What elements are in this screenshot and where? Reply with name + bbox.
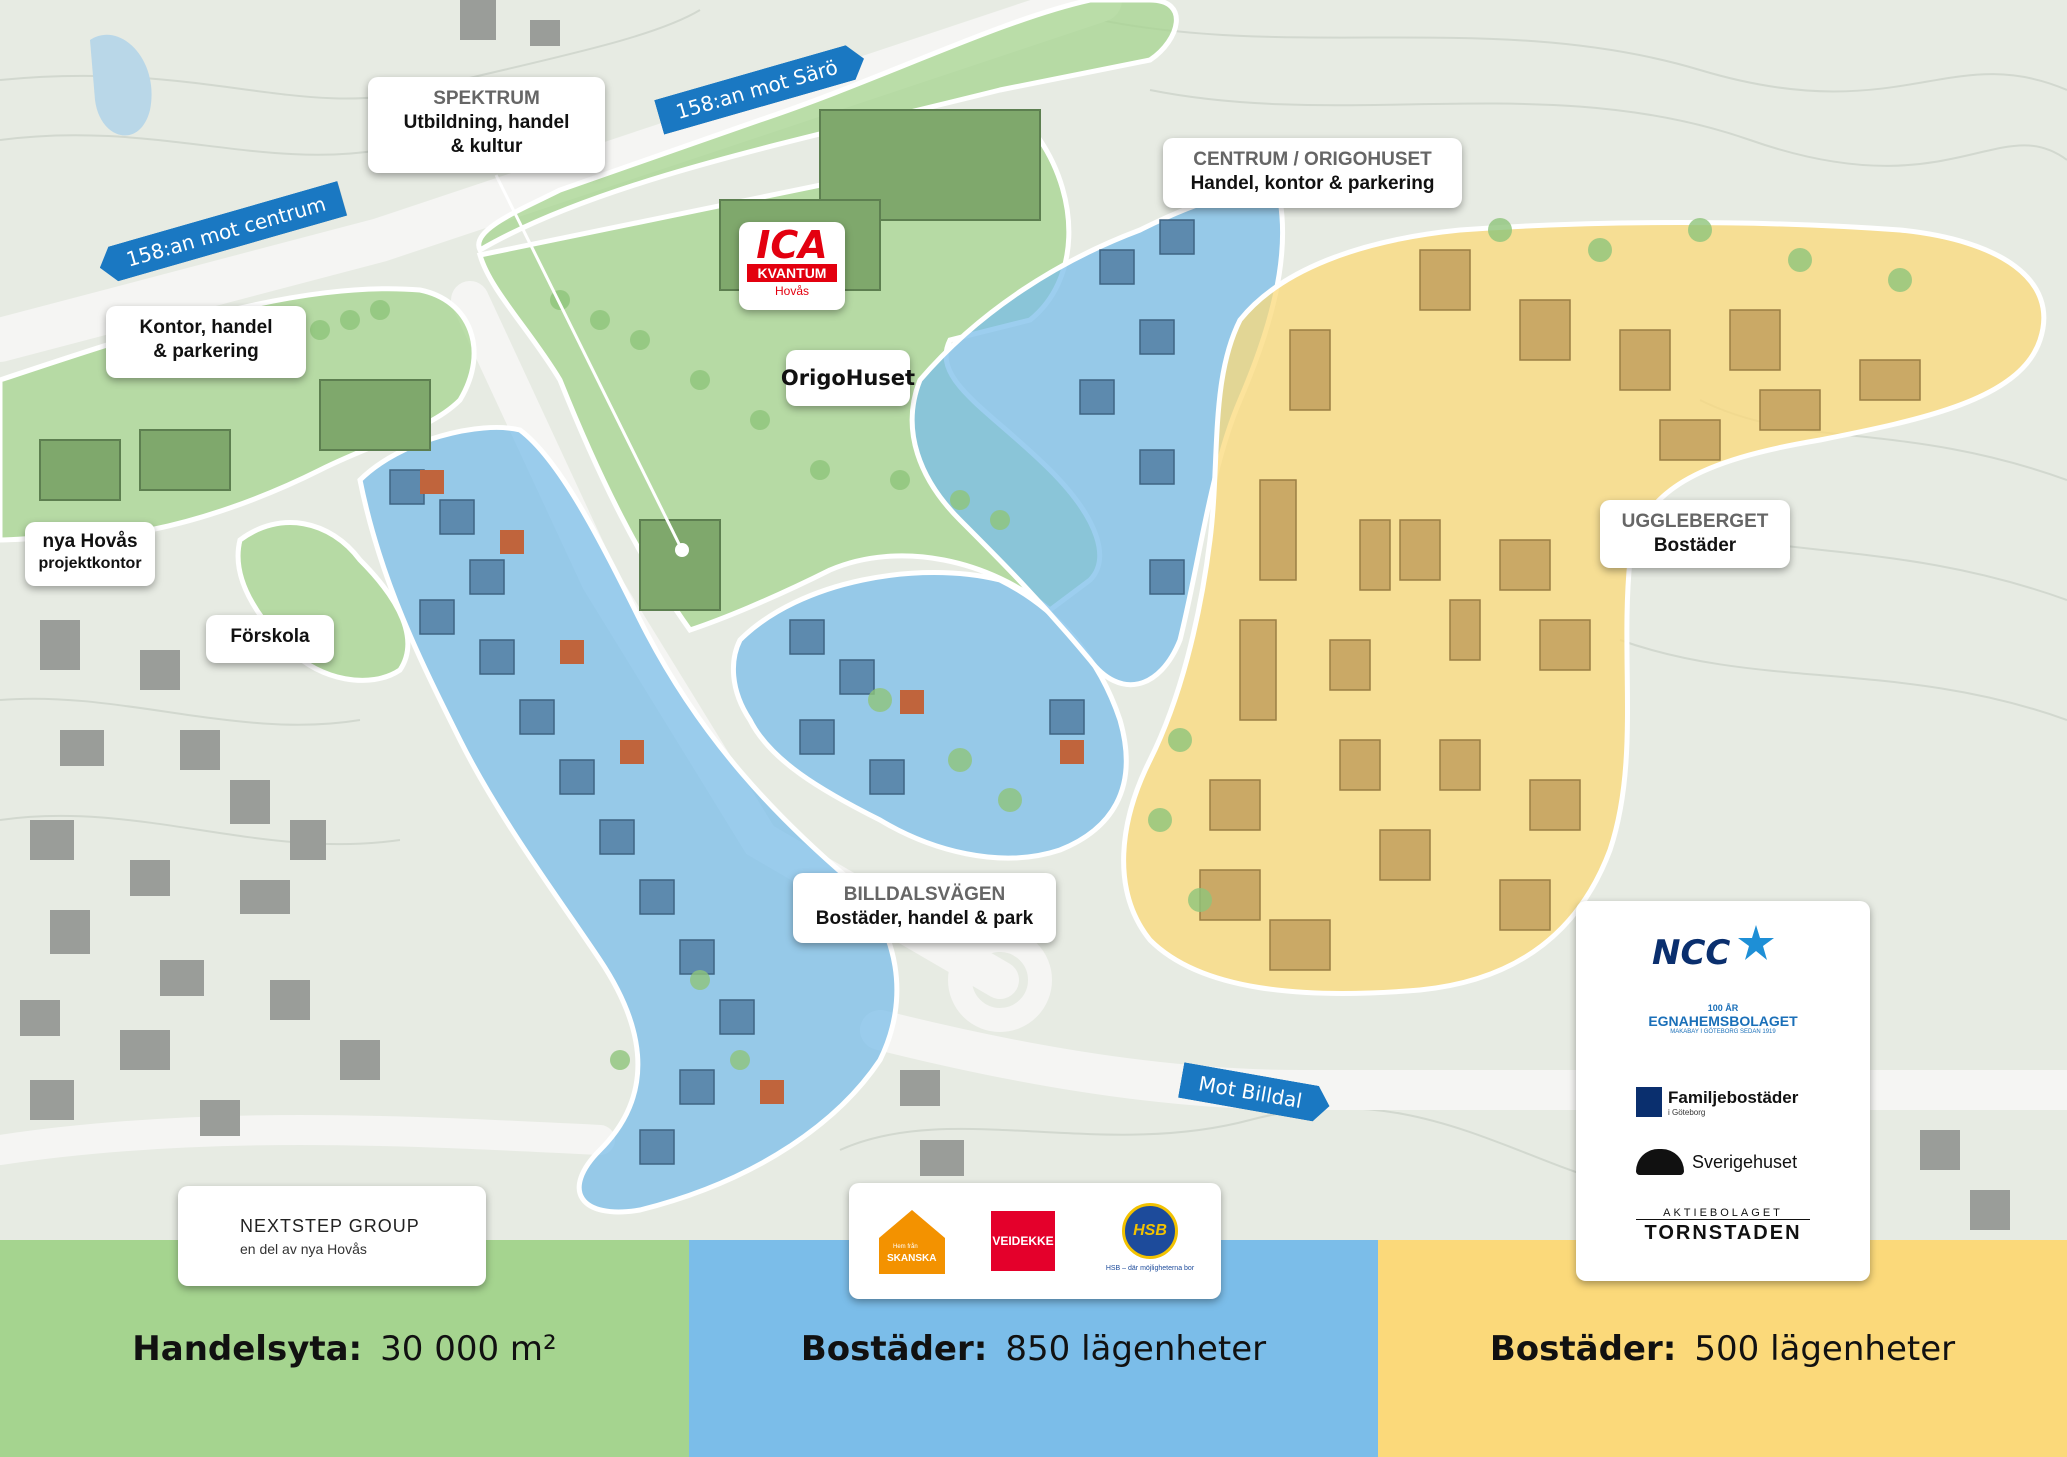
ncc-star-icon	[1738, 925, 1774, 960]
pond	[90, 34, 152, 136]
callout-kontor: Kontor, handel & parkering	[106, 306, 306, 378]
nextstep-logo-card: NEXTSTEP GROUP en del av nya Hovås	[178, 1186, 486, 1286]
origohuset-wordmark: OrigoHuset	[780, 366, 916, 390]
origohuset-logo: OrigoHuset	[781, 350, 915, 406]
sverigehuset-icon	[1636, 1149, 1684, 1175]
nextstep-wordmark: NEXTSTEP GROUP	[240, 1215, 420, 1236]
ica-kvantum-label: KVANTUM	[747, 264, 837, 282]
stat-housing-yellow-label: Bostäder:	[1489, 1328, 1677, 1369]
hsb-mark: HSB	[1133, 1222, 1167, 1239]
hsb-logo: HSB HSB – där möjligheterna bor	[1095, 1203, 1205, 1283]
callout-centrum-line1: Handel, kontor & parkering	[1190, 172, 1435, 194]
callout-spektrum-kicker: SPEKTRUM	[433, 88, 540, 109]
site-map	[0, 0, 2067, 1230]
housing-buildings-yellow	[1199, 249, 1921, 971]
callout-centrum: CENTRUM / ORIGOHUSET Handel, kontor & pa…	[1163, 138, 1462, 208]
familjebostader-logo: Familjebostäder i Göteborg	[1636, 1087, 1798, 1117]
sverigehuset-wordmark: Sverigehuset	[1692, 1151, 1798, 1172]
callout-billdalsvagen: BILLDALSVÄGEN Bostäder, handel & park	[793, 873, 1056, 943]
veidekke-logo: VEIDEKKE	[991, 1211, 1055, 1271]
developers-card-blue: Hem från SKANSKA VEIDEKKE HSB HSB – där …	[849, 1183, 1221, 1299]
callout-spektrum: SPEKTRUM Utbildning, handel & kultur	[368, 77, 605, 173]
tornstaden-logo: AKTIEBOLAGET TORNSTADEN	[1636, 1207, 1810, 1245]
stat-housing-blue-value: 850 lägenheter	[1005, 1328, 1267, 1369]
egnahem-logo: 100 ÅR EGNAHEMSBOLAGET MAKABAY I GÖTEBOR…	[1636, 1003, 1810, 1035]
ncc-wordmark: NCC	[1652, 933, 1731, 973]
callout-uggleberget-line1: Bostäder	[1653, 534, 1737, 556]
callout-nya-hovas-line1: nya Hovås	[42, 531, 138, 552]
familjebostader-wordmark: Familjebostäder	[1668, 1087, 1799, 1107]
stat-retail-value: 30 000 m²	[380, 1328, 557, 1369]
surrounding-buildings	[20, 0, 2010, 1230]
egnahem-badge: 100 ÅR	[1707, 1003, 1739, 1013]
callout-nya-hovas: nya Hovås projektkontor	[25, 522, 155, 586]
stat-retail-label: Handelsyta:	[132, 1328, 363, 1369]
sverigehuset-logo: Sverigehuset	[1636, 1149, 1797, 1175]
stat-band-housing-yellow: Bostäder: 500 lägenheter	[1378, 1240, 2067, 1457]
skanska-small-label: Hem från	[893, 1244, 918, 1250]
callout-spektrum-line2: & kultur	[450, 135, 523, 157]
callout-nya-hovas-line2: projektkontor	[38, 554, 142, 572]
ica-kvantum-logo: ICA KVANTUM Hovås	[739, 222, 845, 310]
egnahem-wordmark: EGNAHEMSBOLAGET	[1648, 1013, 1798, 1029]
hsb-emblem: HSB	[1122, 1203, 1178, 1259]
callout-kontor-line2: & parkering	[153, 340, 259, 362]
retail-buildings	[39, 109, 1041, 611]
stat-housing-yellow-value: 500 lägenheter	[1694, 1328, 1956, 1369]
callout-spektrum-line1: Utbildning, handel	[403, 111, 570, 133]
callout-billdalsvagen-kicker: BILLDALSVÄGEN	[843, 884, 1006, 905]
skanska-wordmark: SKANSKA	[887, 1253, 937, 1264]
callout-forskola-line1: Förskola	[230, 626, 310, 647]
ica-place-label: Hovås	[774, 284, 809, 298]
skanska-logo: Hem från SKANSKA	[879, 1208, 945, 1274]
callout-centrum-kicker: CENTRUM / ORIGOHUSET	[1193, 149, 1432, 170]
ica-wordmark: ICA	[756, 223, 828, 267]
callout-uggleberget: UGGLEBERGET Bostäder	[1600, 500, 1790, 568]
nextstep-tagline: en del av nya Hovås	[240, 1240, 367, 1257]
veidekke-wordmark: VEIDEKKE	[992, 1234, 1054, 1248]
callout-uggleberget-kicker: UGGLEBERGET	[1621, 511, 1769, 532]
housing-buildings-blue	[389, 219, 1195, 1165]
callout-kontor-line1: Kontor, handel	[139, 317, 273, 338]
egnahem-tagline: MAKABAY I GÖTEBORG SEDAN 1919	[1670, 1029, 1776, 1035]
tornstaden-wordmark: TORNSTADEN	[1636, 1219, 1810, 1245]
familjebostader-sub: i Göteborg	[1668, 1107, 1706, 1117]
housing-buildings-red	[420, 470, 1084, 1104]
terrain-contours	[0, 9, 2067, 1181]
trees	[310, 218, 1912, 1070]
ncc-logo: NCC	[1652, 925, 1774, 973]
hsb-tagline: HSB – där möjligheterna bor	[1105, 1265, 1195, 1272]
tornstaden-small: AKTIEBOLAGET	[1663, 1207, 1783, 1219]
familjebostader-icon	[1636, 1087, 1662, 1117]
skanska-house-icon	[879, 1210, 945, 1274]
callout-billdalsvagen-line1: Bostäder, handel & park	[815, 907, 1034, 929]
callout-forskola: Förskola	[206, 615, 334, 663]
stat-band-retail: Handelsyta: 30 000 m²	[0, 1240, 689, 1457]
spektrum-leader-line	[494, 174, 684, 551]
developers-card-yellow: NCC 100 ÅR EGNAHEMSBOLAGET MAKABAY I GÖT…	[1576, 901, 1870, 1281]
stat-housing-blue-label: Bostäder:	[800, 1328, 988, 1369]
